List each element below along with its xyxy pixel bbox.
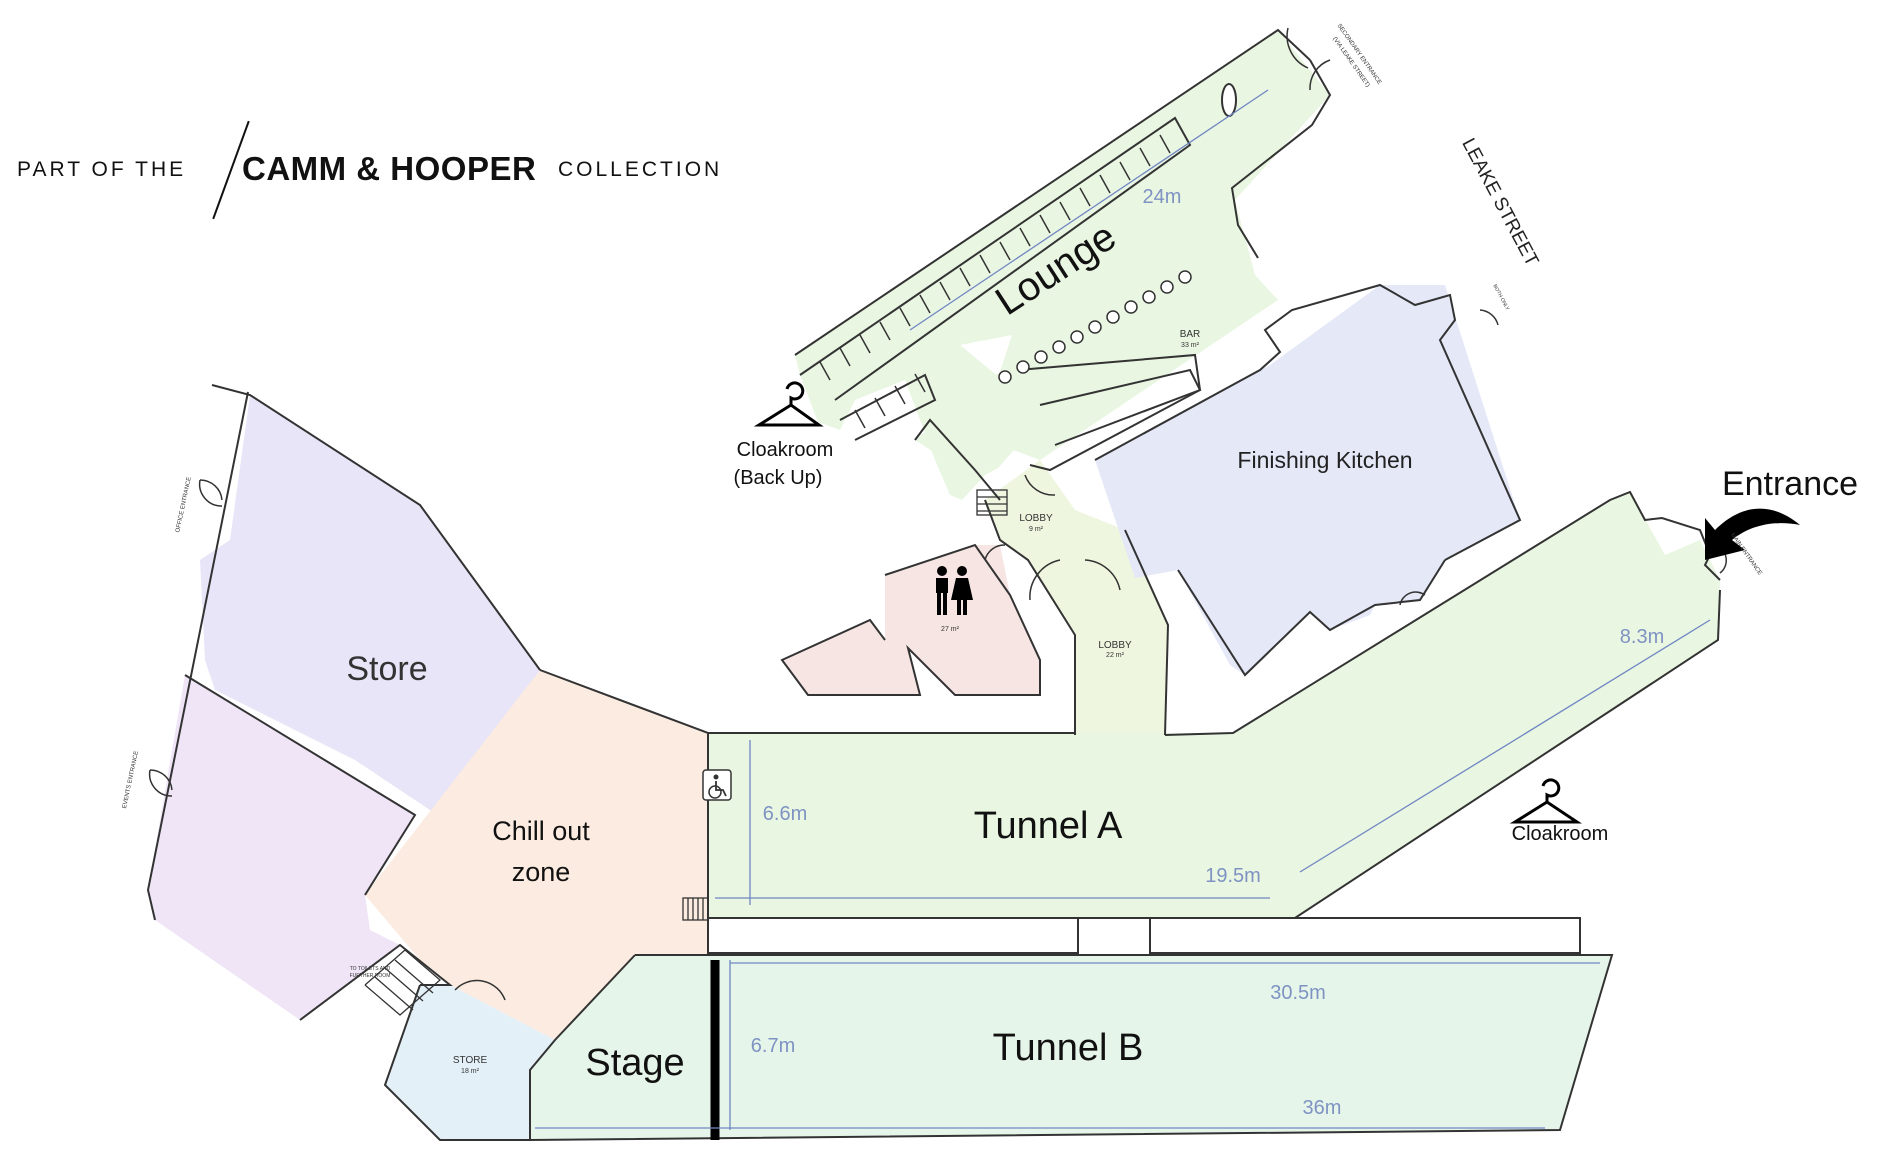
events-room-area xyxy=(148,675,415,1020)
both-only-label: BOTH ONLY xyxy=(1492,284,1511,313)
room-fills xyxy=(148,30,1720,1140)
lounge-wall-southwest xyxy=(914,418,1001,501)
tunnel-a-area xyxy=(708,492,1720,918)
dim-tunnel-b-bottom: 36m xyxy=(1303,1097,1342,1119)
lounge-wall-east xyxy=(1230,59,1332,259)
small-store-area xyxy=(385,985,555,1140)
finishing-kitchen-area xyxy=(1095,285,1520,675)
room-small-store-area: 18 m² xyxy=(461,1068,480,1075)
hanger-icon xyxy=(753,381,824,427)
west-wall-outer xyxy=(146,391,249,921)
dim-tunnel-a-height: 6.6m xyxy=(763,803,807,825)
kitchen-wall-south xyxy=(1177,559,1446,677)
lobby-wall-east xyxy=(1124,529,1170,736)
dim-tunnel-a-right: 8.3m xyxy=(1620,626,1664,648)
room-lobby-bottom-area: 22 m² xyxy=(1106,652,1125,659)
tunnel-a-wall-north-2 xyxy=(1164,490,1721,736)
room-chill-out-line2: zone xyxy=(512,857,571,887)
chill-out-area xyxy=(365,670,708,1040)
room-small-store-label: STORE xyxy=(453,1055,488,1066)
walls xyxy=(146,28,1721,1142)
to-toilets-sub: FURTHER ROOM xyxy=(350,973,391,979)
room-store-label: Store xyxy=(346,650,427,688)
store-area xyxy=(200,395,540,820)
room-tunnel-a-label: Tunnel A xyxy=(974,805,1123,847)
cloakroom-label: Cloakroom xyxy=(1512,823,1609,845)
to-toilets-label: TO TOILETS AND xyxy=(350,966,391,972)
room-tunnel-b-label: Tunnel B xyxy=(993,1027,1144,1069)
west-wall xyxy=(211,384,541,671)
main-entrance-label: MAIN ENTRANCE xyxy=(1729,532,1762,576)
dim-tunnel-b-height: 6.7m xyxy=(751,1035,795,1057)
room-bar-label: BAR xyxy=(1180,329,1201,340)
dim-tunnel-a-length: 19.5m xyxy=(1205,865,1261,887)
events-wall xyxy=(184,674,417,896)
small-store-wall xyxy=(383,984,530,1141)
room-chill-out-line1: Chill out xyxy=(492,816,590,846)
chill-out-wall xyxy=(539,669,709,955)
lobby-wall xyxy=(984,499,1076,735)
toilets-area xyxy=(782,545,1040,695)
dim-lounge-length: 24m xyxy=(1143,186,1182,208)
hanger-icon xyxy=(1509,778,1582,824)
lounge-glazing-lower xyxy=(839,373,937,441)
tunnel-a-south-wall-block-1 xyxy=(707,917,1079,954)
cloakroom-backup-line2: (Back Up) xyxy=(734,467,823,489)
room-lobby-bottom-label: LOBBY xyxy=(1098,640,1132,651)
room-stage-label: Stage xyxy=(585,1042,684,1084)
lounge-wall-north xyxy=(794,28,1311,356)
brand-name: CAMM & HOOPER xyxy=(242,150,537,187)
toilet-icon xyxy=(936,566,973,615)
entrance-label: Entrance xyxy=(1722,465,1858,503)
lounge-table xyxy=(1221,83,1237,117)
room-toilets-area: 27 m² xyxy=(941,626,960,633)
dimension-labels: 24m 8.3m 6.6m 19.5m 30.5m 6.7m 36m xyxy=(751,186,1664,1119)
bar-stools xyxy=(998,270,1192,384)
dim-tunnel-b-top: 30.5m xyxy=(1270,982,1326,1004)
dimension-lines xyxy=(535,89,1711,1130)
tunnel-b-area xyxy=(530,955,1612,1140)
room-lobby-top-label: LOBBY xyxy=(1019,513,1053,524)
room-lobby-top-area: 9 m² xyxy=(1029,526,1044,533)
lounge-window-bays xyxy=(819,134,1171,429)
cloakroom-backup-line1: Cloakroom xyxy=(737,439,834,461)
stairs xyxy=(364,489,1008,1016)
events-entrance-label: EVENTS ENTRANCE xyxy=(122,750,140,809)
brand-prefix: PART OF THE xyxy=(17,158,187,181)
toilets-wall xyxy=(780,543,1041,696)
tunnel-a-south-wall-block-2 xyxy=(1149,917,1581,954)
room-bar-area: 33 m² xyxy=(1181,342,1200,349)
street-label: LEAKE STREET xyxy=(1457,135,1542,270)
office-entrance-label: OFFICE ENTRANCE xyxy=(175,476,193,533)
entrance-arrow-icon xyxy=(1705,508,1800,560)
kitchen-wall xyxy=(1094,283,1522,561)
lobby-top-area xyxy=(985,460,1125,560)
lounge-glazing xyxy=(799,116,1192,401)
bar-counter-inner xyxy=(1039,368,1202,446)
brand-suffix: COLLECTION xyxy=(558,158,723,181)
room-kitchen-label: Finishing Kitchen xyxy=(1237,447,1412,473)
accessible-icon xyxy=(702,769,732,801)
lobby-bottom-area xyxy=(1028,530,1168,735)
